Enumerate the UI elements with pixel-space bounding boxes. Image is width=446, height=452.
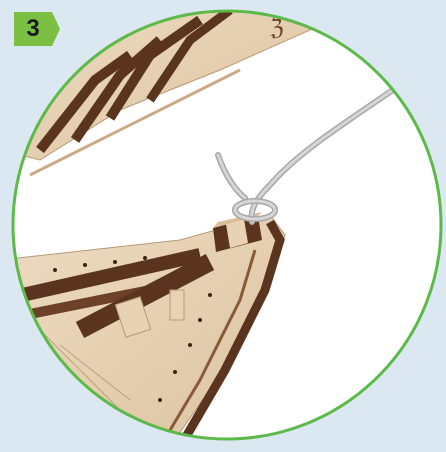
step-badge: 3 [14, 12, 60, 46]
step-number: 3 [14, 12, 52, 46]
svg-text:ℨ: ℨ [270, 16, 284, 41]
